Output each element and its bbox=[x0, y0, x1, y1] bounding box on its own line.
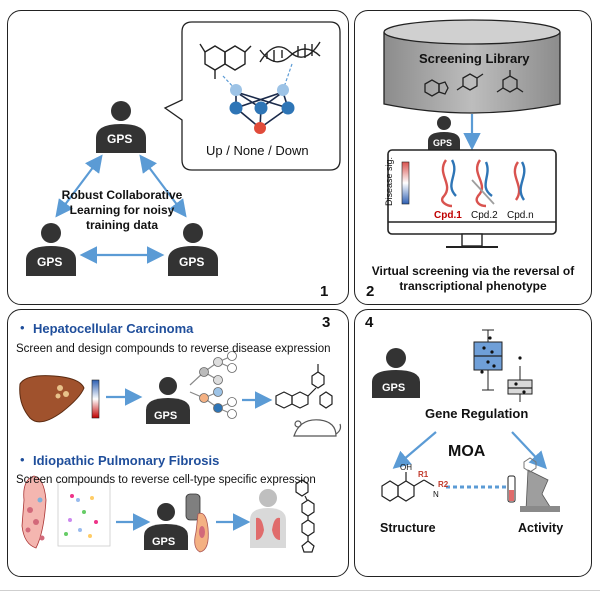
mouse-icon bbox=[293, 419, 342, 437]
gps-label-ipf: GPS bbox=[152, 536, 176, 548]
compound-design-tree bbox=[189, 351, 237, 419]
activity-label: Activity bbox=[518, 521, 564, 535]
center-text-line-1: Robust Collaborative bbox=[61, 188, 183, 202]
bullet-hcc: • bbox=[20, 320, 25, 335]
gps-label-screening: GPS bbox=[433, 138, 453, 148]
screening-library-label: Screening Library bbox=[419, 51, 530, 66]
gps-label-right: GPS bbox=[179, 255, 205, 269]
molecule-icon bbox=[199, 43, 252, 79]
gps-label-top: GPS bbox=[107, 132, 133, 146]
r2-label: R2 bbox=[438, 480, 449, 489]
gps-person-right bbox=[168, 223, 218, 276]
gps-label-moa: GPS bbox=[382, 382, 406, 394]
hcc-title: Hepatocellular Carcinoma bbox=[33, 321, 194, 336]
caption-line-1: Virtual screening via the reversal of bbox=[371, 264, 575, 278]
liver-icon bbox=[19, 375, 85, 423]
caption-line-2: transcriptional phenotype bbox=[399, 279, 547, 293]
panel-number-4: 4 bbox=[365, 314, 374, 331]
panel-number-1: 1 bbox=[320, 283, 329, 300]
ipf-description: Screen compounds to reverse cell-type sp… bbox=[16, 474, 316, 486]
hcc-signature-bar bbox=[91, 379, 100, 419]
moa-label: MOA bbox=[448, 443, 486, 460]
n-label: N bbox=[433, 490, 439, 499]
moa-arrow-structure bbox=[392, 431, 437, 469]
panel-number-3: 3 bbox=[322, 314, 331, 331]
center-text-line-3: training data bbox=[85, 218, 158, 232]
reversal-curves bbox=[440, 159, 526, 208]
gps-person-ipf bbox=[144, 503, 188, 550]
panel-number-2: 2 bbox=[366, 283, 375, 300]
gps-person-hcc bbox=[146, 377, 190, 424]
cell-type-icons bbox=[185, 493, 209, 553]
patient-lungs-icon bbox=[250, 489, 286, 548]
library-molecule-icons bbox=[424, 70, 524, 97]
quinoline-structure bbox=[381, 472, 435, 502]
compound-n-label: Cpd.n bbox=[507, 210, 534, 221]
disease-signature-bar bbox=[401, 161, 410, 205]
lung-tissue-icon bbox=[21, 475, 47, 549]
designed-compound-structure bbox=[275, 364, 333, 409]
moa-arrow-activity bbox=[511, 431, 548, 470]
compound-1-label: Cpd.1 bbox=[434, 210, 462, 221]
gps-person-screening bbox=[428, 116, 460, 150]
disease-sig-label: Disease sig. bbox=[384, 156, 394, 206]
neural-network-icon bbox=[229, 84, 295, 134]
monitor-icon bbox=[387, 149, 557, 248]
ipf-title: Idiopathic Pulmonary Fibrosis bbox=[33, 453, 220, 468]
r1-label: R1 bbox=[418, 470, 429, 479]
gene-regulation-label: Gene Regulation bbox=[425, 406, 529, 421]
virtual-screening-caption: Virtual screening via the reversal of tr… bbox=[357, 264, 589, 294]
gps-person-moa bbox=[372, 348, 420, 398]
bottom-rule bbox=[0, 590, 600, 591]
gene-regulation-boxplot bbox=[473, 329, 533, 402]
compound-2-label: Cpd.2 bbox=[471, 210, 498, 221]
collaborative-learning-text: Robust Collaborative Learning for noisy … bbox=[60, 188, 184, 233]
ipf-compound-structure bbox=[295, 479, 315, 553]
bubble-caption: Up / None / Down bbox=[206, 143, 309, 158]
gps-person-top bbox=[96, 101, 146, 153]
gps-label-left: GPS bbox=[37, 255, 63, 269]
hcc-description: Screen and design compounds to reverse d… bbox=[16, 343, 331, 355]
collaboration-arrows bbox=[55, 154, 187, 264]
dna-icon bbox=[259, 41, 321, 63]
gps-person-left bbox=[26, 223, 76, 276]
center-text-line-2: Learning for noisy bbox=[69, 203, 175, 217]
single-cell-umap-icon bbox=[57, 481, 111, 547]
screening-library-cylinder bbox=[383, 19, 561, 114]
oh-label: OH bbox=[400, 463, 412, 472]
bullet-ipf: • bbox=[20, 452, 25, 467]
microscope-icon bbox=[507, 457, 560, 512]
structure-label: Structure bbox=[380, 521, 436, 535]
gps-label-hcc: GPS bbox=[154, 410, 178, 422]
network-speech-bubble bbox=[163, 21, 341, 171]
